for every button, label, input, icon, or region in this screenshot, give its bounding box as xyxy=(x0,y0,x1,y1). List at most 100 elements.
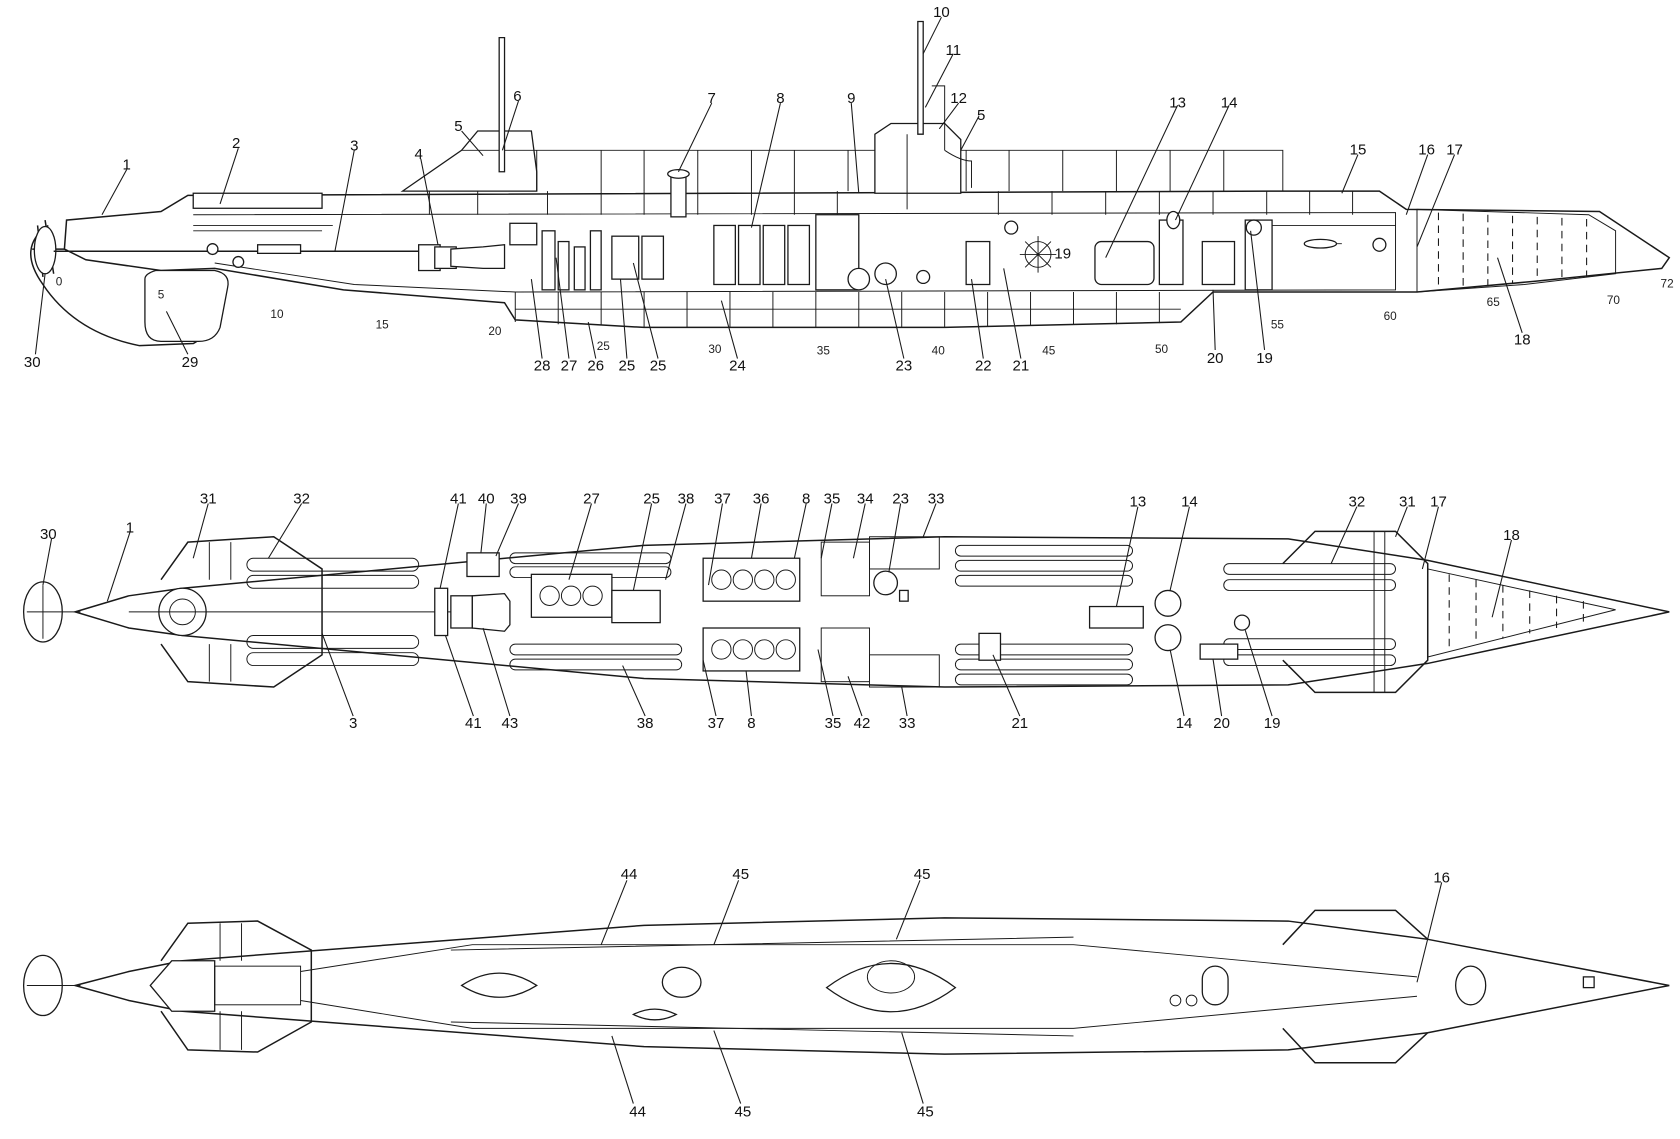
part-number-label: 3 xyxy=(349,715,357,732)
part-number-label: 11 xyxy=(945,42,961,59)
frame-number-label: 60 xyxy=(1384,309,1398,323)
part-number-label: 10 xyxy=(933,4,950,21)
part-number-label: 38 xyxy=(678,490,695,507)
part-number-label: 23 xyxy=(892,490,909,507)
part-number-label: 12 xyxy=(950,90,967,107)
part-number-label: 1 xyxy=(122,157,130,174)
frame-number-label: 15 xyxy=(376,318,390,332)
part-number-label: 39 xyxy=(510,490,527,507)
part-number-label: 4 xyxy=(414,146,422,163)
part-number-label: 32 xyxy=(1349,494,1366,511)
part-number-label: 37 xyxy=(708,715,725,732)
frame-number-label: 30 xyxy=(708,342,722,356)
part-number-label: 1 xyxy=(126,519,134,536)
part-number-label: 45 xyxy=(732,866,749,883)
part-number-label: 2 xyxy=(232,135,240,152)
part-number-label: 13 xyxy=(1130,494,1147,511)
part-number-label: 9 xyxy=(847,90,855,107)
part-number-label: 30 xyxy=(40,526,57,543)
part-number-label: 20 xyxy=(1207,350,1224,367)
part-number-label: 8 xyxy=(747,715,755,732)
frame-number-label: 50 xyxy=(1155,342,1169,356)
part-number-label: 8 xyxy=(802,490,810,507)
part-number-label: 26 xyxy=(587,357,604,374)
part-number-label: 44 xyxy=(621,866,638,883)
frame-number-label: 25 xyxy=(597,339,611,353)
frame-number-label: 65 xyxy=(1487,295,1501,309)
frame-number-label: 10 xyxy=(270,307,284,321)
part-number-label: 16 xyxy=(1418,142,1435,159)
part-number-label: 45 xyxy=(914,866,931,883)
part-number-label: 19 xyxy=(1264,715,1281,732)
diesel-engines xyxy=(713,224,811,286)
frame-number-label: 45 xyxy=(1042,343,1056,357)
part-number-label: 37 xyxy=(714,490,731,507)
part-number-label: 29 xyxy=(182,354,199,371)
part-number-label: 40 xyxy=(478,490,495,507)
part-number-label: 6 xyxy=(513,88,521,105)
frame-number-label: 70 xyxy=(1607,293,1621,307)
part-number-label: 23 xyxy=(896,357,913,374)
steering-wheel-icon xyxy=(1019,236,1057,273)
part-number-label: 8 xyxy=(776,90,784,107)
frame-number-label: 0 xyxy=(56,275,63,289)
part-number-label: 22 xyxy=(975,357,992,374)
frame-number-label: 40 xyxy=(932,343,946,357)
part-number-label: 17 xyxy=(1430,494,1447,511)
part-number-label: 28 xyxy=(534,357,551,374)
part-number-label: 21 xyxy=(1013,357,1030,374)
part-number-label: 19 xyxy=(1256,350,1273,367)
part-number-label: 14 xyxy=(1176,715,1193,732)
part-number-label: 21 xyxy=(1011,715,1028,732)
part-number-label: 16 xyxy=(1433,869,1450,886)
part-number-label: 27 xyxy=(583,490,600,507)
part-number-label: 14 xyxy=(1181,494,1198,511)
part-number-label: 34 xyxy=(857,490,874,507)
frame-number-label: 72 xyxy=(1661,277,1674,291)
part-number-label: 44 xyxy=(629,1103,646,1120)
part-number-label: 20 xyxy=(1213,715,1230,732)
part-number-label: 38 xyxy=(637,715,654,732)
part-number-label: 35 xyxy=(825,715,842,732)
top-leader-lines xyxy=(600,880,1443,1104)
part-number-label: 45 xyxy=(917,1103,934,1120)
plan-leader-lines xyxy=(42,503,1512,717)
part-number-label: 3 xyxy=(350,137,358,154)
part-number-label: 36 xyxy=(753,490,770,507)
frame-number-label: 20 xyxy=(488,324,502,338)
part-number-label: 43 xyxy=(502,715,519,732)
part-number-label: 30 xyxy=(24,354,41,371)
part-number-label: 25 xyxy=(619,357,636,374)
part-number-label: 41 xyxy=(465,715,482,732)
part-number-label: 5 xyxy=(454,118,462,135)
part-number-label: 31 xyxy=(1399,494,1416,511)
side-leader-lines xyxy=(34,16,1523,359)
part-number-label: 32 xyxy=(293,490,310,507)
part-number-label: 42 xyxy=(854,715,871,732)
part-number-label: 33 xyxy=(928,490,945,507)
part-number-label: 27 xyxy=(561,357,578,374)
part-number-label: 13 xyxy=(1169,94,1186,111)
part-number-label: 14 xyxy=(1221,94,1238,111)
part-number-label: 18 xyxy=(1503,527,1520,544)
frame-number-label: 55 xyxy=(1271,318,1285,332)
part-number-label: 19 xyxy=(1054,246,1071,263)
part-number-label: 7 xyxy=(708,90,716,107)
part-number-label: 33 xyxy=(899,715,916,732)
frame-number-label: 35 xyxy=(817,343,831,357)
part-number-label: 15 xyxy=(1350,142,1367,159)
part-number-label: 35 xyxy=(824,490,841,507)
part-number-label: 31 xyxy=(200,490,217,507)
part-number-label: 41 xyxy=(450,490,467,507)
part-number-label: 25 xyxy=(650,357,667,374)
deck-frames xyxy=(428,191,1354,328)
part-number-label: 18 xyxy=(1514,332,1531,349)
